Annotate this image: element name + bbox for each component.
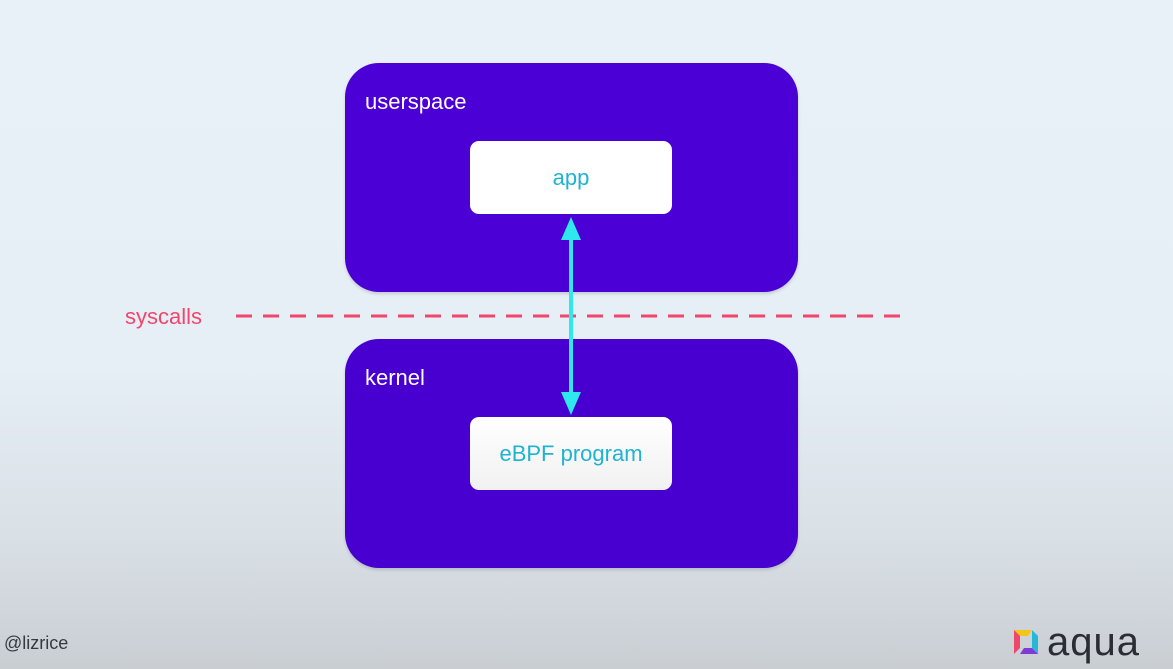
ebpf-program-node: eBPF program: [470, 417, 672, 490]
bidirectional-arrow: [561, 217, 581, 415]
logo-text: aqua: [1047, 620, 1140, 664]
app-node: app: [470, 141, 672, 214]
aqua-logo: aqua: [1011, 620, 1140, 664]
kernel-label: kernel: [365, 365, 425, 390]
author-handle: @lizrice: [4, 633, 69, 653]
userspace-label: userspace: [365, 89, 467, 114]
aqua-logo-icon: [1014, 630, 1038, 654]
syscalls-label: syscalls: [125, 304, 203, 329]
